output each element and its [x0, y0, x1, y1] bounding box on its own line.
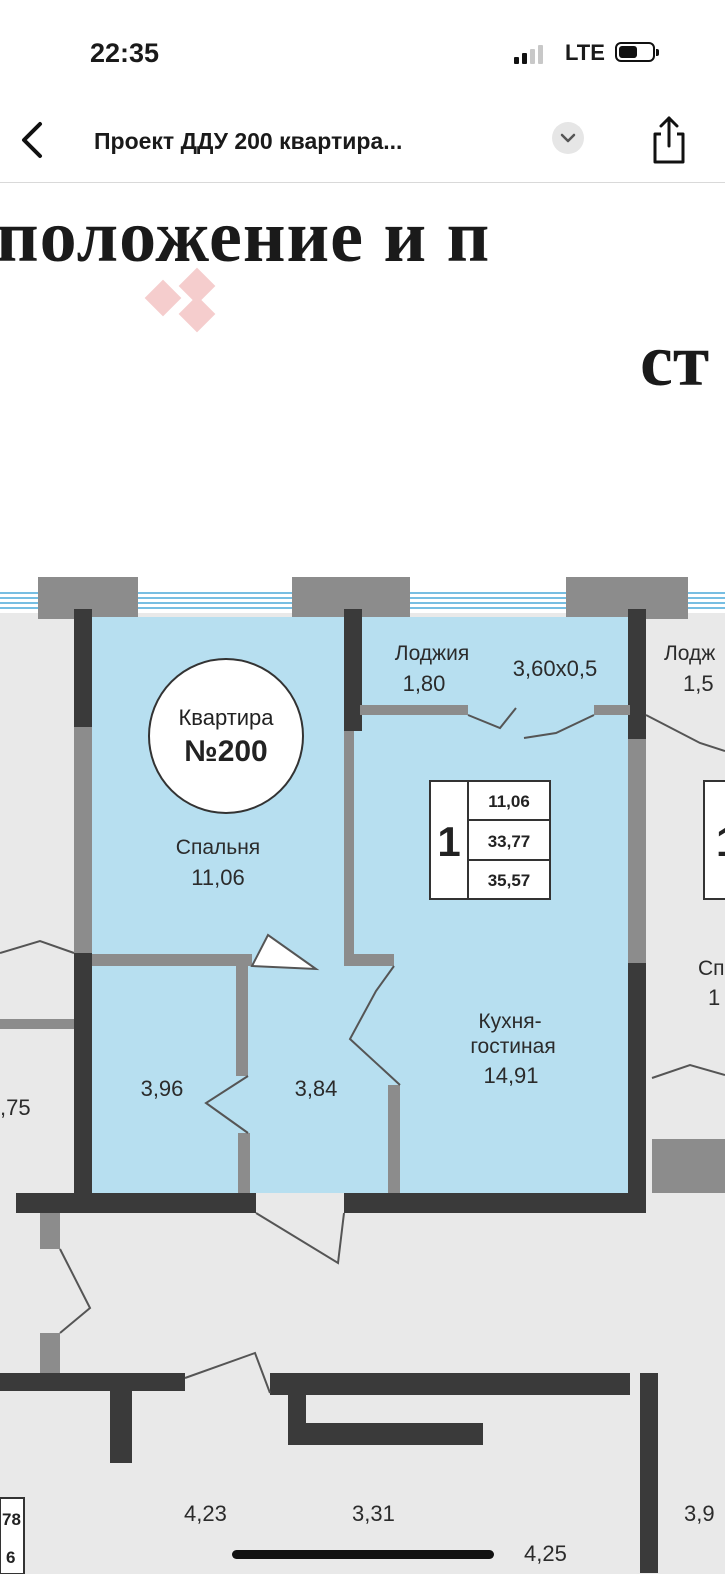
title-dropdown-button[interactable] [552, 122, 584, 154]
navigation-bar: Проект ДДУ 200 квартира... [0, 100, 725, 183]
bath1-room [92, 983, 242, 1193]
svg-text:Сп: Сп [698, 957, 725, 980]
document-heading-line1: положение и п [0, 196, 491, 278]
svg-text:№200: №200 [184, 735, 268, 768]
loggia-area: 1,80 [403, 671, 446, 696]
chevron-down-icon [560, 133, 576, 143]
bath2-area: 3,84 [295, 1076, 338, 1101]
document-title[interactable]: Проект ДДУ 200 квартира... [94, 128, 403, 154]
morion-watermark-logo [144, 267, 216, 333]
document-viewer[interactable]: положение и п ст [0, 183, 725, 1574]
svg-text:1,5: 1,5 [683, 671, 714, 696]
bath2-room [242, 983, 390, 1193]
plan-walls [0, 609, 658, 1573]
svg-text:6: 6 [6, 1548, 15, 1567]
back-button[interactable] [14, 118, 54, 162]
svg-text:3,31: 3,31 [352, 1501, 395, 1526]
svg-text:1: 1 [716, 818, 725, 865]
apartment-badge: Квартира №200 [148, 658, 304, 814]
neighbor-labels: Лодж 1,5 1 Сп 1 ,75 4,23 3,31 4,25 78 6 … [0, 642, 725, 1574]
rooms-count: 1 [437, 818, 460, 865]
bedroom-area: 11,06 [191, 865, 244, 890]
kitchen-label-1: Кухня- [478, 1010, 541, 1033]
bath1-area: 3,96 [141, 1076, 184, 1101]
loggia-label: Лоджия [395, 642, 469, 665]
home-indicator[interactable] [232, 1550, 494, 1559]
svg-text:1: 1 [708, 985, 720, 1010]
svg-text:,75: ,75 [0, 1095, 31, 1120]
svg-text:Лодж: Лодж [664, 642, 715, 665]
bedroom-label: Спальня [176, 836, 260, 859]
document-heading-line2: ст [640, 320, 710, 402]
status-bar: 22:35 LTE [0, 0, 725, 100]
loggia-dims: 3,60x0,5 [513, 656, 597, 681]
kitchen-area: 14,91 [483, 1063, 538, 1088]
living-area: 11,06 [488, 792, 530, 811]
svg-text:4,25: 4,25 [524, 1541, 567, 1566]
chevron-left-icon [22, 122, 42, 158]
area-summary-table: 1 11,06 33,77 35,57 [429, 780, 551, 900]
network-type: LTE [565, 40, 605, 65]
total-area: 33,77 [488, 832, 531, 851]
total-with-loggia: 35,57 [488, 871, 531, 890]
share-icon [653, 116, 685, 164]
status-time: 22:35 [90, 38, 160, 68]
svg-text:78: 78 [2, 1510, 21, 1529]
room-labels: Лоджия 1,80 3,60x0,5 Спальня 11,06 3,96 … [141, 642, 598, 1101]
floor-plan: Квартира №200 1 11,06 33,77 35,57 Лоджия… [0, 573, 725, 1574]
svg-text:4,23: 4,23 [184, 1501, 227, 1526]
share-button[interactable] [644, 114, 694, 166]
kitchen-label-2: гостиная [470, 1035, 555, 1058]
battery-icon [615, 42, 659, 62]
svg-text:Квартира: Квартира [178, 705, 274, 730]
svg-text:3,9: 3,9 [684, 1501, 715, 1526]
signal-icon [514, 44, 543, 64]
